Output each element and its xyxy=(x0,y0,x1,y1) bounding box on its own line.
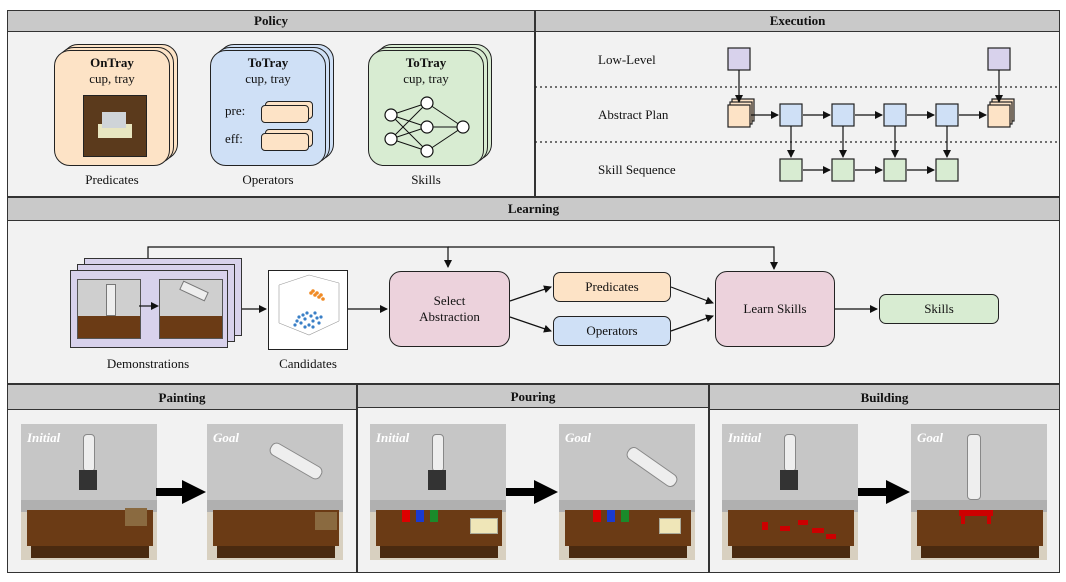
candidates-plot xyxy=(268,270,348,350)
pouring-header: Pouring xyxy=(357,384,709,408)
operators-eff-label: eff: xyxy=(225,131,243,146)
predicates-args: cup, tray xyxy=(89,71,135,86)
operators-caption: Operators xyxy=(242,172,294,187)
painting-header: Painting xyxy=(7,384,357,410)
execution-header: Execution xyxy=(535,10,1060,32)
scatter-plot-icon xyxy=(278,274,340,336)
painting-goal-scene: Goal xyxy=(207,424,343,560)
building-initial-scene: Initial xyxy=(722,424,858,560)
learned-skills-box: Skills xyxy=(879,294,999,324)
demo-frame-1 xyxy=(77,279,141,339)
demonstrations-frame xyxy=(70,270,228,348)
predicates-card: OnTray cup, tray xyxy=(54,50,170,166)
learning-arrows xyxy=(147,246,878,333)
learned-operators-box: Operators xyxy=(553,316,671,346)
pouring-goal-label: Goal xyxy=(565,430,591,445)
row-label-low-level: Low-Level xyxy=(598,52,656,67)
demo-arrow-icon xyxy=(139,302,159,310)
learn-skills-box: Learn Skills xyxy=(715,271,835,347)
building-initial-label: Initial xyxy=(728,430,762,445)
predicates-title: OnTray xyxy=(90,55,134,70)
eff-slot xyxy=(261,133,309,151)
building-goal-scene: Goal xyxy=(911,424,1047,560)
skills-title: ToTray xyxy=(405,55,447,70)
building-goal-label: Goal xyxy=(917,430,943,445)
predicate-scene-image xyxy=(83,95,147,157)
pouring-transition-arrow xyxy=(506,480,558,504)
pouring-initial-label: Initial xyxy=(376,430,410,445)
pouring-goal-scene: Goal xyxy=(559,424,695,560)
demonstrations-caption: Demonstrations xyxy=(106,356,190,371)
painting-goal-label: Goal xyxy=(213,430,239,445)
operators-args: cup, tray xyxy=(245,71,291,86)
skills-caption: Skills xyxy=(411,172,441,187)
skills-card: ToTray cup, tray xyxy=(368,50,484,166)
learned-predicates-box: Predicates xyxy=(553,272,671,302)
neural-network-icon xyxy=(384,96,470,158)
building-header: Building xyxy=(709,384,1060,410)
learning-header: Learning xyxy=(7,197,1060,221)
operators-title: ToTray xyxy=(247,55,289,70)
building-transition-arrow xyxy=(858,480,910,504)
select-abstraction-box: Select Abstraction xyxy=(389,271,510,347)
row-label-skill-sequence: Skill Sequence xyxy=(598,162,676,177)
row-label-abstract-plan: Abstract Plan xyxy=(598,107,669,122)
pouring-initial-scene: Initial xyxy=(370,424,506,560)
painting-transition-arrow xyxy=(156,480,206,504)
skills-args: cup, tray xyxy=(403,71,449,86)
painting-initial-scene: Initial xyxy=(21,424,157,560)
pre-slot xyxy=(261,105,309,123)
operators-card: ToTray cup, tray pre: eff: xyxy=(210,50,326,166)
demo-frame-2 xyxy=(159,279,223,339)
operators-pre-label: pre: xyxy=(225,103,246,118)
candidates-caption: Candidates xyxy=(279,356,337,371)
predicates-caption: Predicates xyxy=(85,172,139,187)
painting-initial-label: Initial xyxy=(27,430,61,445)
policy-header: Policy xyxy=(7,10,535,32)
execution-diagram xyxy=(535,47,1060,182)
